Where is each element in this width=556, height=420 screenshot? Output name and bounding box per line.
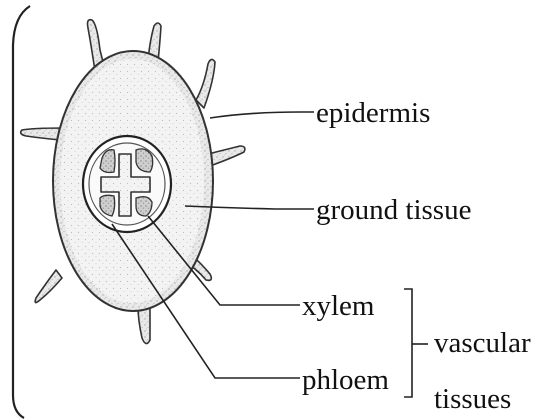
label-phloem: phloem: [302, 364, 389, 396]
root-hair: [208, 146, 245, 166]
label-xylem: xylem: [302, 290, 375, 322]
label-epidermis: epidermis: [316, 97, 430, 129]
label-vascular: vascular: [434, 327, 531, 359]
label-tissues: tissues: [434, 383, 511, 415]
root-hair: [138, 306, 150, 344]
frame-border: [13, 6, 30, 418]
root-hair: [35, 270, 62, 303]
root-hair: [196, 59, 215, 108]
root-hair: [21, 128, 62, 140]
vascular-bracket: [404, 289, 412, 397]
label-ground-tissue: ground tissue: [316, 194, 471, 226]
epidermis-leader: [210, 112, 314, 118]
phloem-patch: [136, 197, 152, 216]
